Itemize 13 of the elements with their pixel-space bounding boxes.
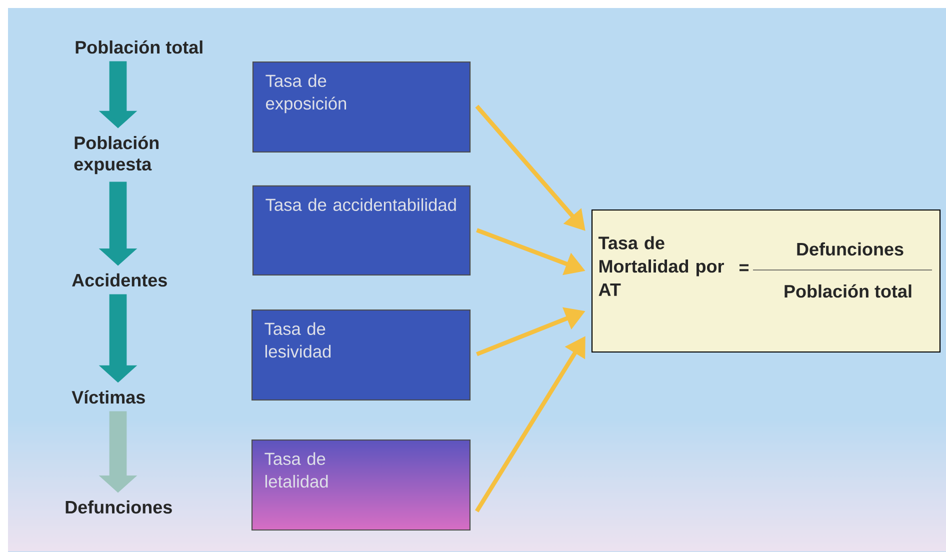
rate-box: Tasa de accidentabilidad: [252, 185, 471, 276]
numerator: Defunciones: [797, 242, 904, 256]
denominator: Población total: [784, 284, 912, 298]
formula-text: Tasa de Mortalidad por AT: [598, 236, 724, 296]
equals-sign: =: [740, 264, 749, 272]
stage-label: Población expuesta: [74, 136, 159, 174]
rate-box: Tasa de lesividad: [251, 309, 471, 401]
rate-box: Tasa de exposición: [252, 61, 471, 153]
rate-box: Tasa de letalidad: [251, 439, 471, 531]
stage-label: Defunciones: [66, 500, 172, 514]
stage-label: Víctimas: [72, 390, 145, 404]
stage-label: Población total: [76, 40, 202, 54]
stage-label: Accidentes: [72, 273, 167, 287]
